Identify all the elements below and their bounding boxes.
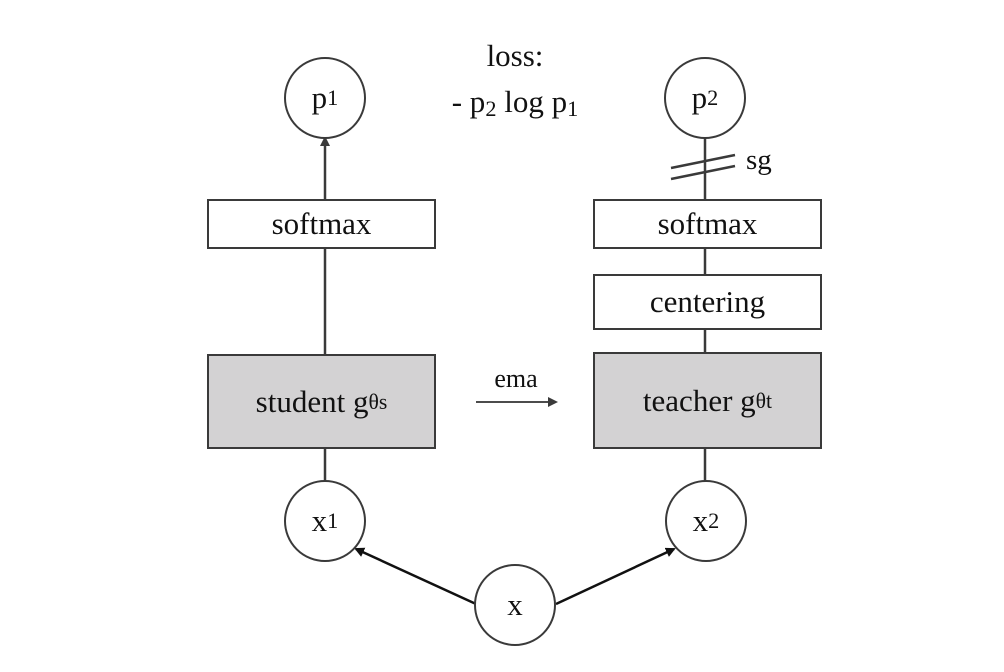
loss-sub-2: 2: [485, 96, 497, 122]
stop-grad-label: sg: [746, 144, 772, 176]
loss-formula: - p2 log p1: [420, 84, 610, 120]
x2-base: x: [692, 503, 709, 538]
p2-base: p: [691, 80, 708, 115]
teacher-centering-box: centering: [593, 274, 822, 330]
centering-label: centering: [649, 284, 766, 319]
student-softmax-label: softmax: [271, 206, 372, 241]
student-softmax-box: softmax: [207, 199, 436, 249]
student-network-label: student g: [255, 383, 369, 419]
teacher-softmax-box: softmax: [593, 199, 822, 249]
edge-x-to-x1: [354, 547, 477, 606]
loss-mid: log p: [496, 84, 568, 119]
x-label: x: [507, 587, 523, 622]
loss-sub-1: 1: [567, 96, 579, 122]
teacher-network-label: teacher g: [642, 382, 756, 418]
ema-label: ema: [494, 364, 538, 393]
x1-base: x: [311, 503, 328, 538]
node-x: x: [474, 564, 556, 646]
teacher-softmax-label: softmax: [657, 206, 758, 241]
loss-title: loss:: [486, 38, 544, 73]
stop-grad-mark-2: [670, 164, 736, 181]
edge-x-to-x2: [555, 547, 676, 606]
loss-prefix: - p: [451, 84, 486, 119]
p1-base: p: [311, 80, 328, 115]
stop-grad-mark-1: [670, 153, 736, 170]
